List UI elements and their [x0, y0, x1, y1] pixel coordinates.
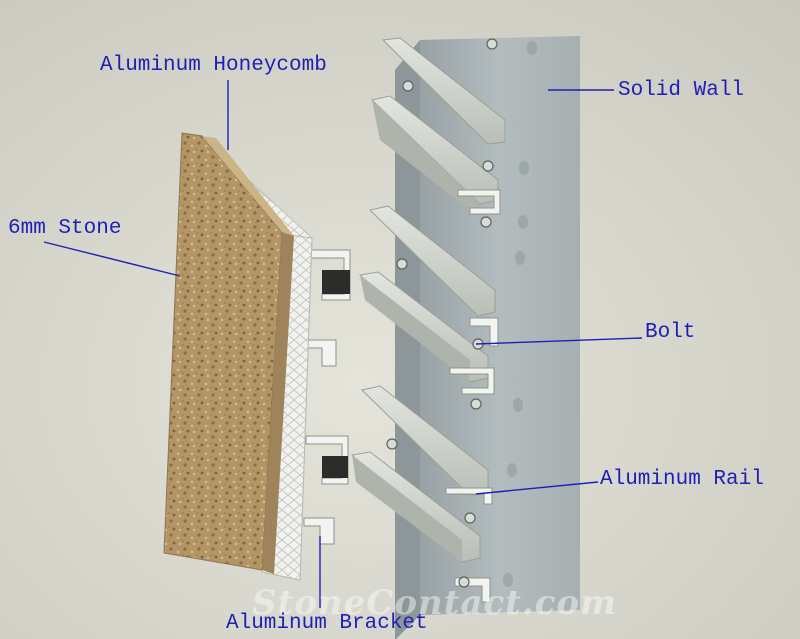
bolt-head: [396, 258, 408, 270]
bolt-head: [486, 38, 498, 50]
label-solid-wall: Solid Wall: [618, 79, 745, 102]
watermark: StoneContact.com: [252, 583, 618, 623]
label-aluminum-honeycomb: Aluminum Honeycomb: [100, 54, 327, 77]
bolt-head: [470, 398, 482, 410]
bolt-head: [386, 438, 398, 450]
bolt-head: [480, 216, 492, 228]
label-aluminum-rail: Aluminum Rail: [600, 468, 764, 491]
label-stone: 6mm Stone: [8, 217, 122, 240]
leader-lines: [43, 80, 643, 608]
bolt-head: [482, 160, 494, 172]
aluminum-rail-3: [350, 385, 493, 603]
stone-panel: [163, 132, 294, 574]
leader-line-stone: [43, 241, 181, 277]
leader-line-bolt: [475, 337, 643, 345]
bolt-head: [464, 512, 476, 524]
aluminum-rail-2: [358, 205, 499, 395]
leader-line-rail: [475, 481, 599, 495]
label-bolt: Bolt: [645, 321, 696, 344]
aluminum-brackets: [303, 249, 351, 545]
aluminum-rails: [350, 37, 506, 603]
aluminum-rail-1: [370, 37, 506, 222]
bolt-head: [402, 80, 414, 92]
label-aluminum-bracket: Aluminum Bracket: [226, 612, 428, 635]
bolt-head: [458, 576, 470, 588]
